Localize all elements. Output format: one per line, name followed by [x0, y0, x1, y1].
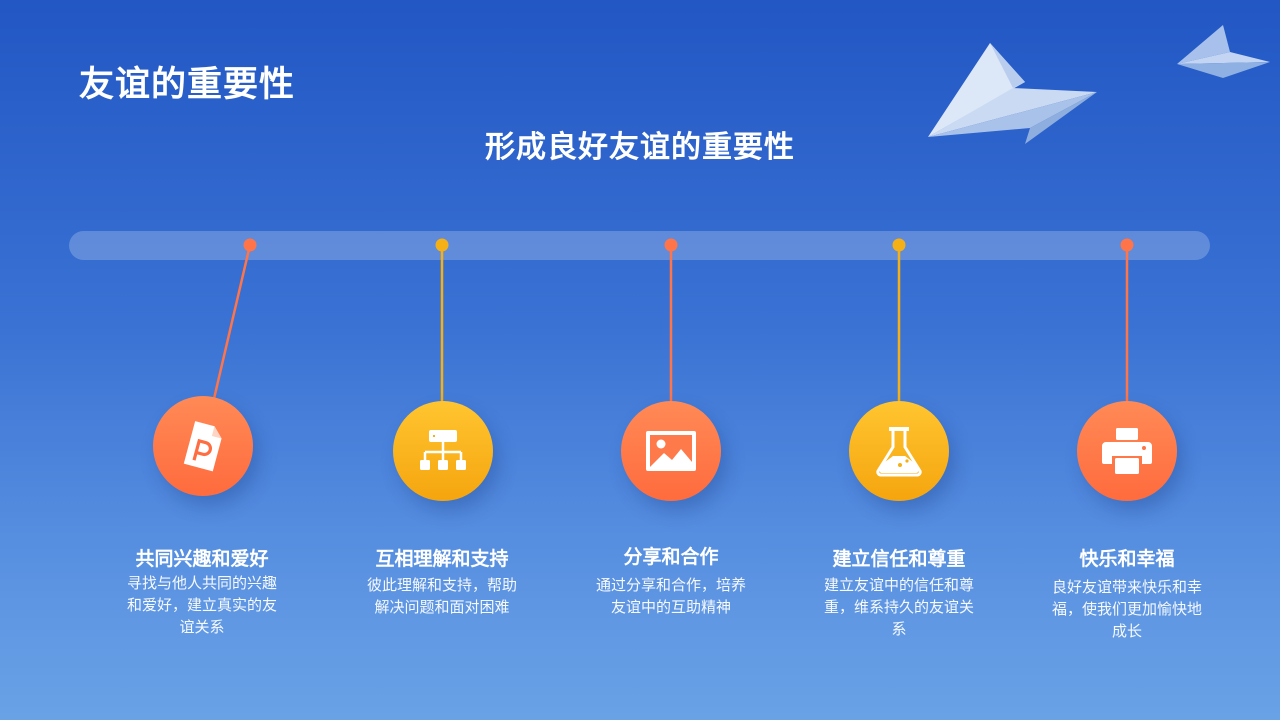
item-title: 互相理解和支持: [375, 548, 509, 570]
paper-plane-large-icon: [928, 43, 1097, 144]
page-title: 友谊的重要性: [79, 65, 296, 105]
item-circle: [1077, 401, 1177, 501]
item-circle: [153, 396, 253, 496]
item-description: 彼此理解和支持，帮助解决问题和面对困难: [367, 576, 518, 616]
paper-plane-small-icon: [1177, 25, 1270, 78]
item-description: 良好友谊带来快乐和幸福，使我们更加愉快地成长: [1052, 578, 1203, 640]
flask-icon: [876, 427, 922, 477]
item-title: 建立信任和尊重: [832, 548, 966, 570]
connector-line-1: [211, 244, 252, 404]
slide-subtitle: 形成良好友谊的重要性: [485, 130, 795, 165]
timeline-item-4: 建立信任和尊重 建立友谊中的信任和尊重，维系持久的友谊关系: [789, 401, 1009, 661]
timeline-dot-5: [1120, 238, 1134, 252]
item-circle: [393, 401, 493, 501]
item-circle: [621, 401, 721, 501]
item-title: 分享和合作: [623, 546, 719, 568]
powerpoint-file-icon: [183, 421, 222, 472]
hierarchy-icon: [420, 430, 466, 470]
item-title: 快乐和幸福: [1079, 548, 1175, 570]
timeline-item-3: 分享和合作 通过分享和合作，培养友谊中的互助精神: [561, 401, 781, 661]
item-description: 建立友谊中的信任和尊重，维系持久的友谊关系: [824, 576, 975, 638]
timeline-dot-2: [435, 238, 449, 252]
item-title: 共同兴趣和爱好: [135, 548, 269, 570]
item-circle: [849, 401, 949, 501]
item-description: 寻找与他人共同的兴趣和爱好，建立真实的友谊关系: [127, 574, 278, 636]
item-description: 通过分享和合作，培养友谊中的互助精神: [596, 576, 747, 616]
timeline-item-2: 互相理解和支持 彼此理解和支持，帮助解决问题和面对困难: [332, 401, 552, 661]
image-icon: [646, 431, 696, 471]
timeline-dot-1: [243, 238, 257, 252]
timeline-dot-3: [664, 238, 678, 252]
timeline-dot-4: [892, 238, 906, 252]
printer-icon: [1102, 428, 1152, 474]
timeline-bar: [69, 231, 1210, 260]
timeline-item-5: 快乐和幸福 良好友谊带来快乐和幸福，使我们更加愉快地成长: [1017, 401, 1237, 661]
timeline-item-1: 共同兴趣和爱好 寻找与他人共同的兴趣和爱好，建立真实的友谊关系: [92, 396, 312, 656]
